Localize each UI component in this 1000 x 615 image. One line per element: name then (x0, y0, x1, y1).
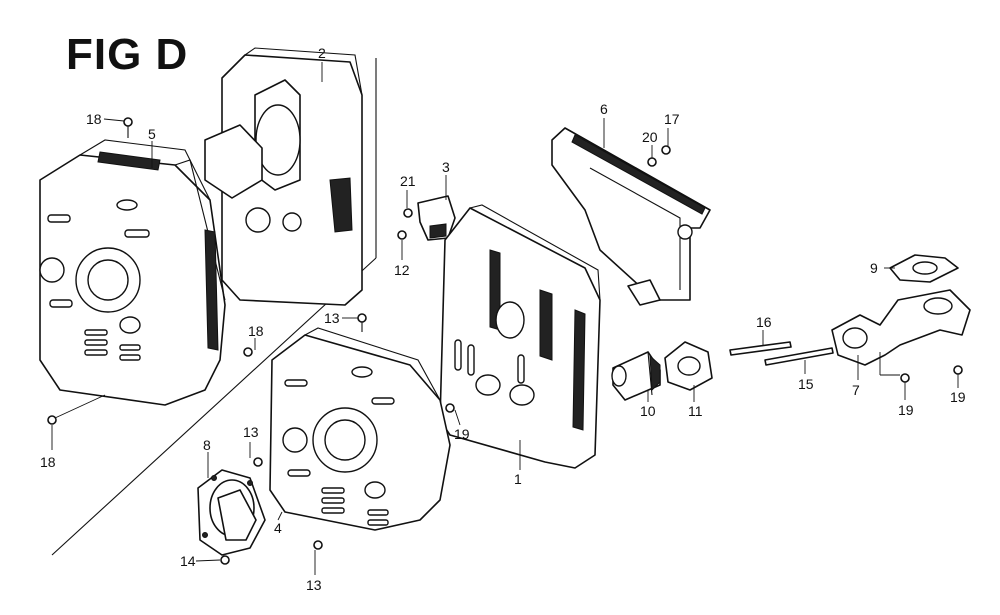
callout-7: 7 (852, 382, 860, 398)
callout-12: 12 (394, 262, 410, 278)
part-8-cap (197, 469, 266, 556)
part-10-tube (611, 351, 661, 401)
callout-4: 4 (274, 520, 282, 536)
callout-5: 5 (148, 126, 156, 142)
part-5-muffler-protector-left (39, 139, 226, 406)
callout-19-pipe: 19 (898, 402, 914, 418)
part-4-muffler-protector-front (269, 327, 451, 531)
callout-13-upper: 13 (324, 310, 340, 326)
callout-13-bottom: 13 (306, 577, 322, 593)
callout-17: 17 (664, 111, 680, 127)
callout-9: 9 (870, 260, 878, 276)
callout-18-top: 18 (86, 111, 102, 127)
part-1-muffler (439, 204, 601, 469)
callout-18-bottom: 18 (40, 454, 56, 470)
part-2-heat-shield (204, 47, 363, 306)
callout-19-right: 19 (950, 389, 966, 405)
callout-11: 11 (688, 403, 703, 419)
callout-10: 10 (640, 403, 656, 419)
part-6-muffler-plate (551, 127, 711, 306)
callout-6: 6 (600, 101, 608, 117)
part-16-stud (729, 341, 792, 356)
part-9-gasket (889, 254, 959, 283)
part-11-gasket (664, 341, 713, 391)
callout-14: 14 (180, 553, 196, 569)
callout-8: 8 (203, 437, 211, 453)
callout-16: 16 (756, 314, 772, 330)
callout-1: 1 (514, 471, 522, 487)
figure-title: FIG D (66, 30, 189, 79)
callout-19-center: 19 (454, 426, 470, 442)
callout-15: 15 (798, 376, 814, 392)
callout-13-middle: 13 (243, 424, 259, 440)
callout-2: 2 (318, 45, 326, 61)
callout-20: 20 (642, 129, 658, 145)
callout-21: 21 (400, 173, 416, 189)
part-7-exhaust-pipe (831, 289, 971, 366)
leader-lines (51, 62, 959, 575)
fasteners (47, 117, 963, 565)
callout-3: 3 (442, 159, 450, 175)
part-15-stud (764, 347, 834, 366)
callout-18-right: 18 (248, 323, 264, 339)
divider-line-diagonal (51, 257, 377, 556)
